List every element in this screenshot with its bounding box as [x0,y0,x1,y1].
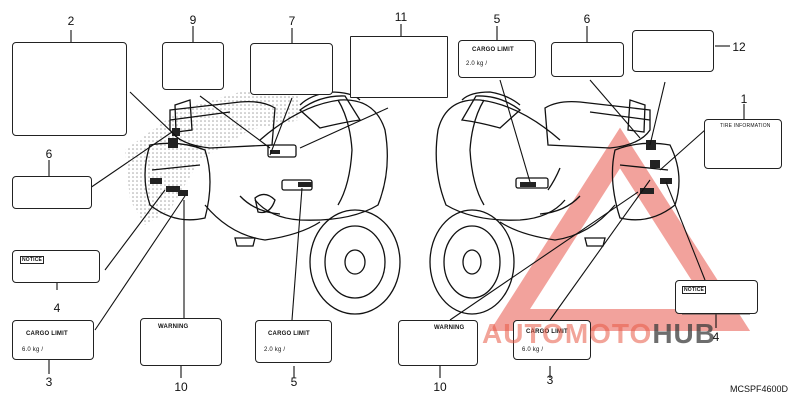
callout-number: 11 [394,10,408,24]
cargo-limit-title: CARGO LIMIT [526,329,568,335]
callout-number: 4 [53,301,61,315]
cargo-limit-title: CARGO LIMIT [26,331,68,337]
watermark-text: AUTOMOTOHUB [482,318,716,350]
cargo-weight-text: 6.0 kg / [522,347,544,353]
cargo-weight-text: 2.0 kg / [264,347,286,353]
watermark-triangle [489,127,751,331]
watermark-part-2: HUB [652,318,716,349]
label-card-3-left [12,320,94,360]
label-card-11 [350,36,448,98]
callout-number: 6 [45,147,53,161]
label-card-2 [12,42,127,136]
watermark-part-1: AUTOMOTO [482,318,653,349]
label-card-5-bottom [255,320,332,363]
tire-info-heading: TIRE INFORMATION [720,123,771,129]
callout-number: 2 [67,14,75,28]
callout-number: 10 [174,380,188,394]
label-card-4-left [12,250,100,283]
cargo-limit-title: CARGO LIMIT [268,331,310,337]
label-card-4-right [675,280,758,314]
notice-text: NOTICE [20,256,45,264]
label-card-5-top [458,40,536,78]
callout-number: 3 [45,375,53,389]
label-card-10-left [140,318,222,366]
warning-text: WARNING [434,325,465,331]
label-card-7 [250,43,333,95]
callout-number: 12 [732,40,746,54]
callout-number: 3 [546,373,554,387]
callout-number: 1 [740,92,748,106]
label-card-10-right [398,320,478,366]
diagram-part-code: MCSPF4600D [729,384,788,394]
notice-text: NOTICE [682,286,707,294]
motorcycle-left [144,91,401,315]
cargo-limit-title: CARGO LIMIT [472,47,514,53]
label-card-12 [632,30,714,72]
label-card-9 [162,42,224,90]
label-card-3-right [513,320,591,360]
callout-number: 5 [493,12,501,26]
decal-marks [150,128,672,196]
warning-text: WARNING [158,324,189,330]
label-card-6-top [551,42,624,77]
callout-number: 10 [433,380,447,394]
cargo-weight-text: 2.0 kg / [466,61,488,67]
callout-number: 7 [288,14,296,28]
label-card-6-left [12,176,92,209]
label-card-1 [704,119,782,169]
callout-number: 4 [712,330,720,344]
cargo-weight-text: 6.0 kg / [22,347,44,353]
callout-number: 6 [583,12,591,26]
motorcycle-right [429,91,680,315]
callout-number: 9 [189,13,197,27]
leader-lines [48,24,745,378]
callout-number: 5 [290,375,298,389]
